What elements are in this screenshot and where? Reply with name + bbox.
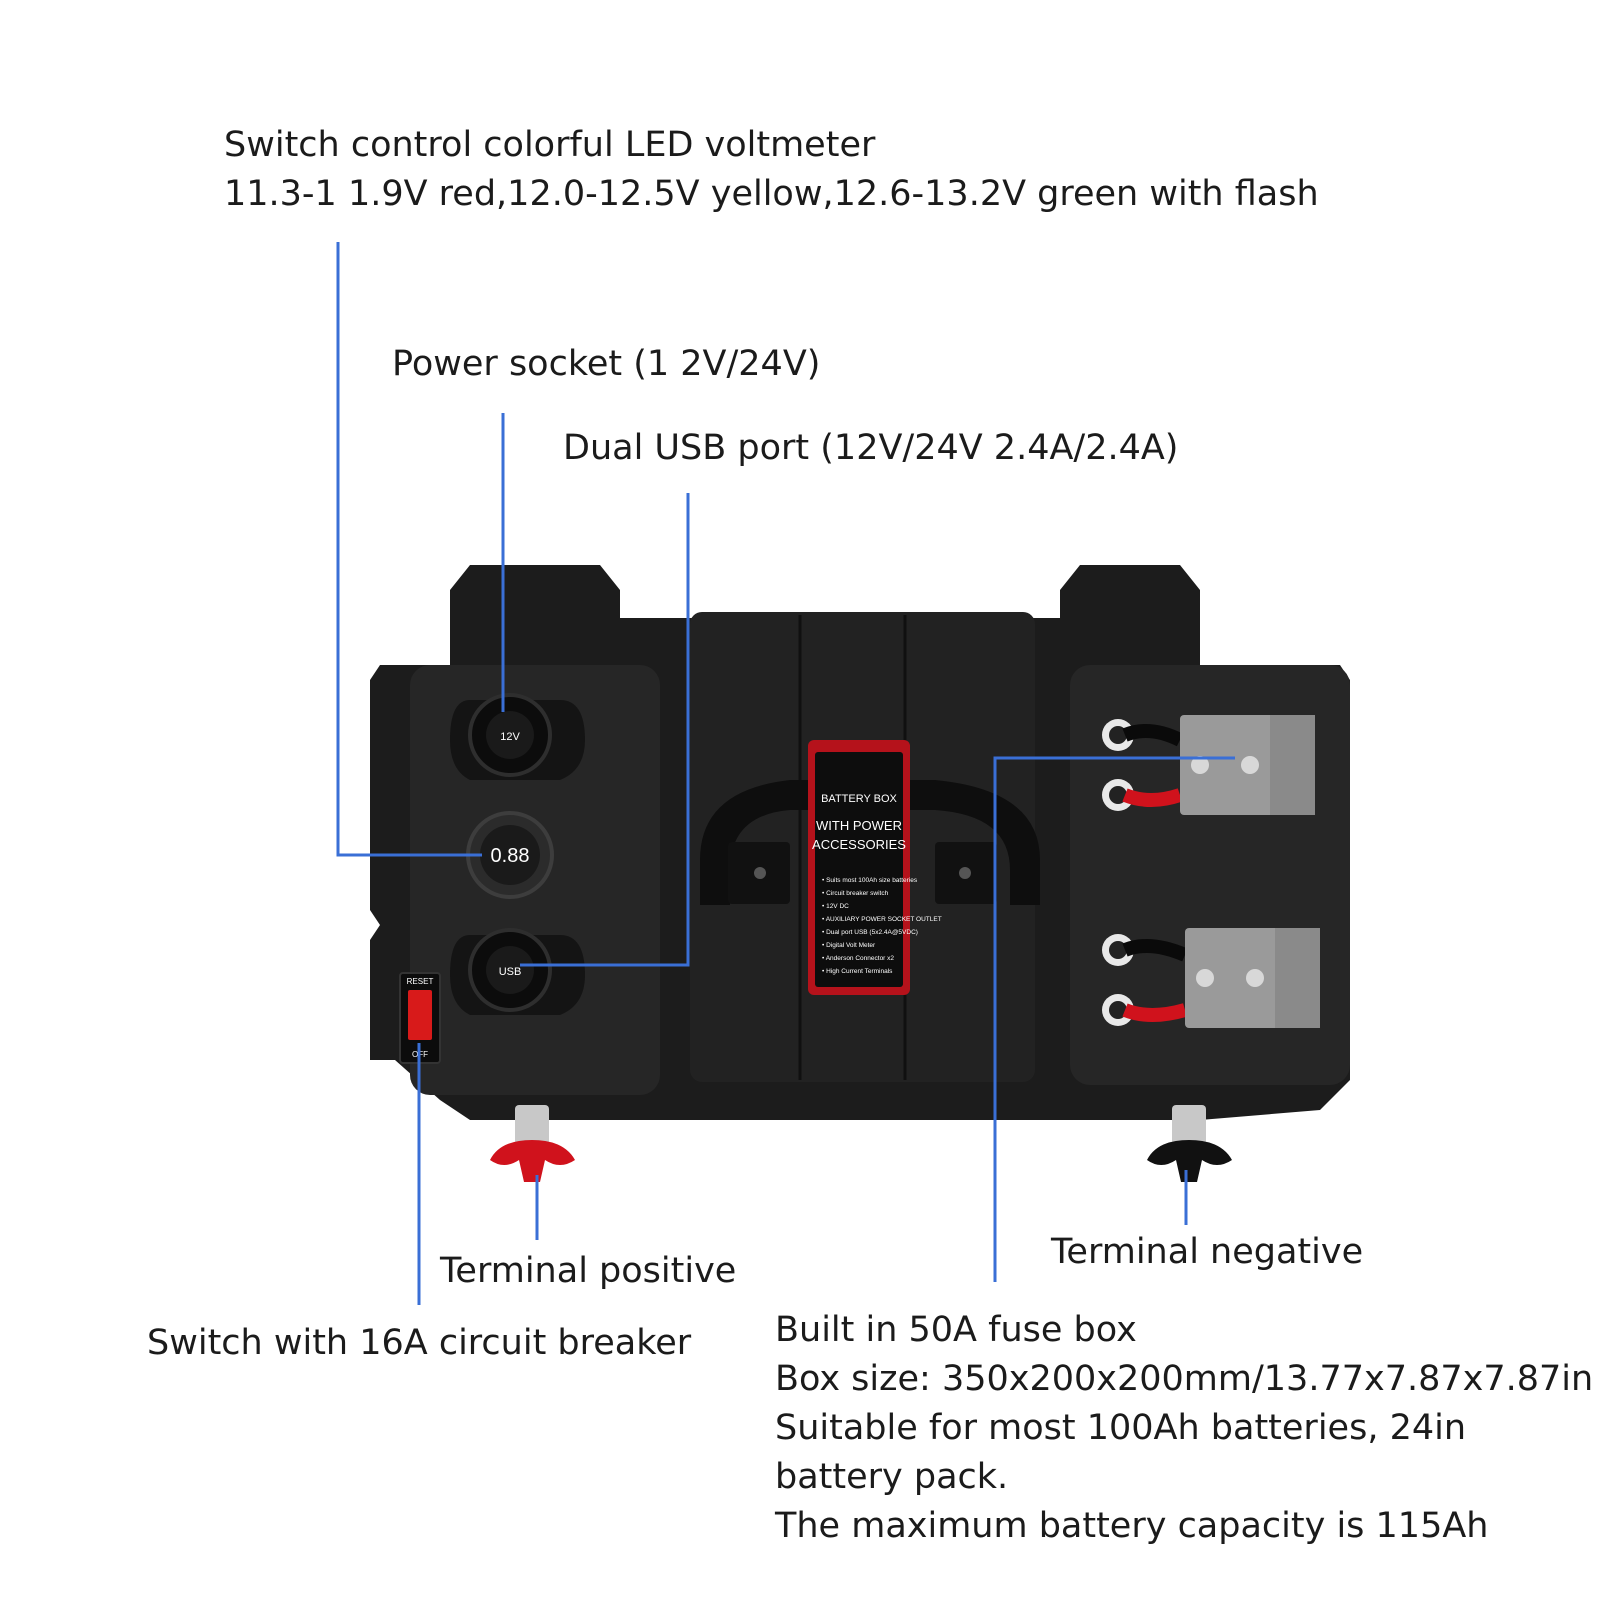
panel-feature-item: • Circuit breaker switch [822, 890, 889, 897]
breaker-bottom-text: OFF [412, 1050, 428, 1059]
panel-feature-item: • Suits most 100Ah size batteries [822, 877, 918, 884]
panel-feature-list: • Suits most 100Ah size batteries • Circu… [822, 877, 942, 975]
spec-line: battery pack. [775, 1457, 1009, 1497]
label-usb-port: Dual USB port (12V/24V 2.4A/2.4A) [563, 428, 1179, 468]
spec-line: The maximum battery capacity is 115Ah [775, 1506, 1489, 1546]
panel-subtitle-2: ACCESSORIES [812, 837, 906, 852]
label-power-socket: Power socket (1 2V/24V) [392, 344, 821, 384]
spec-line: Box size: 350x200x200mm/13.77x7.87x7.87i… [775, 1359, 1594, 1399]
voltmeter-reading: 0.88 [491, 845, 530, 867]
usb-cap-text: USB [499, 966, 522, 978]
label-specs: Built in 50A fuse box Box size: 350x200x… [775, 1306, 1593, 1551]
carry-handle [700, 780, 1040, 905]
label-terminal-negative: Terminal negative [1051, 1232, 1364, 1272]
label-terminal-positive: Terminal positive [440, 1251, 737, 1291]
panel-feature-item: • AUXILIARY POWER SOCKET OUTLET [822, 916, 942, 923]
socket-cap-text: 12V [500, 731, 520, 743]
label-voltmeter: Switch control colorful LED voltmeter 11… [224, 121, 1319, 219]
panel-title: BATTERY BOX [821, 793, 897, 805]
panel-feature-item: • Digital Volt Meter [822, 942, 876, 949]
panel-feature-item: • Anderson Connector x2 [822, 955, 894, 962]
label-voltmeter-line1: Switch control colorful LED voltmeter [224, 125, 876, 165]
breaker-top-text: RESET [407, 977, 434, 986]
panel-feature-item: • 12V DC [822, 903, 849, 910]
panel-subtitle-1: WITH POWER [816, 818, 902, 833]
label-voltmeter-line2: 11.3-1 1.9V red,12.0-12.5V yellow,12.6-1… [224, 174, 1319, 214]
panel-feature-item: • High Current Terminals [822, 968, 893, 975]
terminal-positive-post [490, 1105, 575, 1182]
panel-feature-item: • Dual port USB (5x2.4A@5VDC) [822, 929, 918, 936]
spec-line: Built in 50A fuse box [775, 1310, 1137, 1350]
label-switch: Switch with 16A circuit breaker [147, 1323, 692, 1363]
spec-line: Suitable for most 100Ah batteries, 24in [775, 1408, 1467, 1448]
